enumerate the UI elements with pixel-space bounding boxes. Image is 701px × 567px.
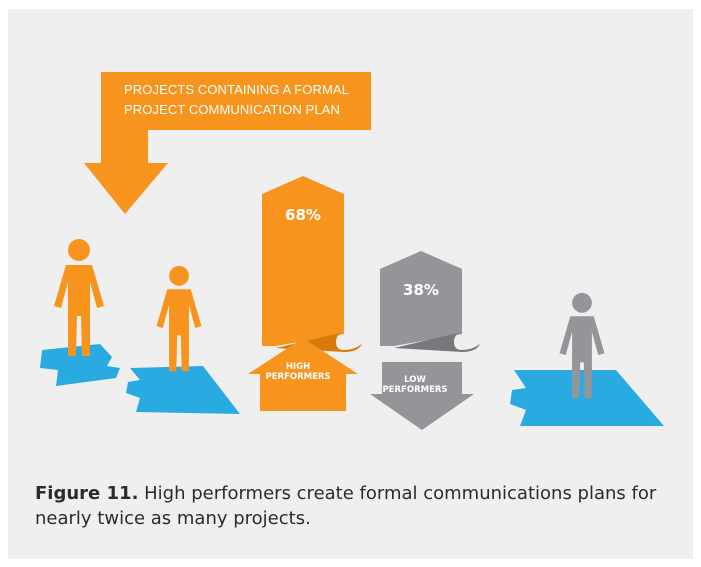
high-performers-category-label: HIGH PERFORMERS (253, 362, 343, 382)
low-performers-label-line-2: PERFORMERS (382, 385, 448, 395)
low-performers-value-label: 38% (403, 281, 439, 299)
person-figure-2 (156, 265, 202, 372)
low-performers-arrow (370, 362, 474, 430)
high-performers-label-line-1: HIGH (285, 362, 311, 372)
high-performers-value-label: 68% (285, 206, 321, 224)
figure-caption: Figure 11. High performers create formal… (35, 481, 675, 531)
high-performers-arrow (248, 338, 358, 411)
low-performers-label-line-1: LOW (404, 375, 426, 385)
person-figure-3 (559, 292, 605, 399)
banner-title-line-1: PROJECTS CONTAINING A FORMAL (124, 82, 350, 97)
person-figure-1 (54, 239, 104, 356)
puzzle-piece-left (40, 344, 120, 386)
puzzle-piece-middle (126, 366, 240, 414)
banner-title: PROJECTS CONTAINING A FORMAL PROJECT COM… (124, 80, 364, 120)
high-performers-label-line-2: PERFORMERS (265, 372, 331, 382)
figure-caption-label: Figure 11. (35, 483, 139, 504)
figure-caption-text: High performers create formal communicat… (35, 483, 657, 529)
high-performers-bar (262, 176, 362, 352)
title-banner-arrow (84, 72, 371, 214)
banner-title-line-2: PROJECT COMMUNICATION PLAN (124, 102, 340, 117)
low-performers-bar (380, 251, 480, 352)
low-performers-category-label: LOW PERFORMERS (370, 375, 460, 395)
